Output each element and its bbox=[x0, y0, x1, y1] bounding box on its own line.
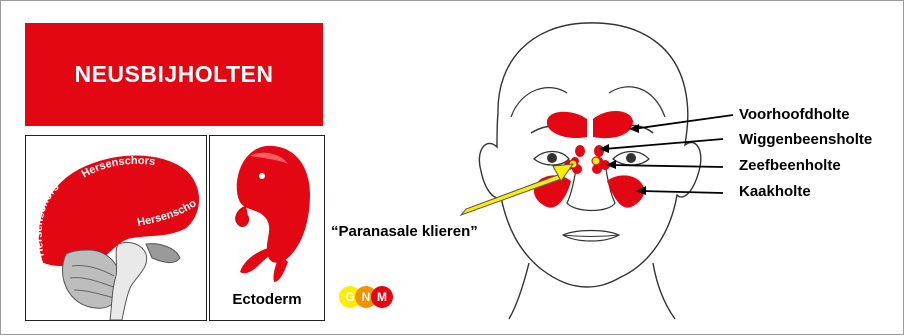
label-ethmoid-sinus: Zeefbeenholte bbox=[739, 157, 841, 174]
logo-m: M bbox=[371, 286, 393, 308]
label-maxillary-sinus: Kaakholte bbox=[739, 183, 811, 200]
head-outline bbox=[479, 23, 700, 287]
callout-label: “Paranasale klieren” bbox=[331, 223, 478, 240]
label-sphenoid-sinus: Wiggenbeensholte bbox=[739, 131, 872, 148]
label-frontal-sinus: Voorhoofdholte bbox=[739, 106, 850, 123]
